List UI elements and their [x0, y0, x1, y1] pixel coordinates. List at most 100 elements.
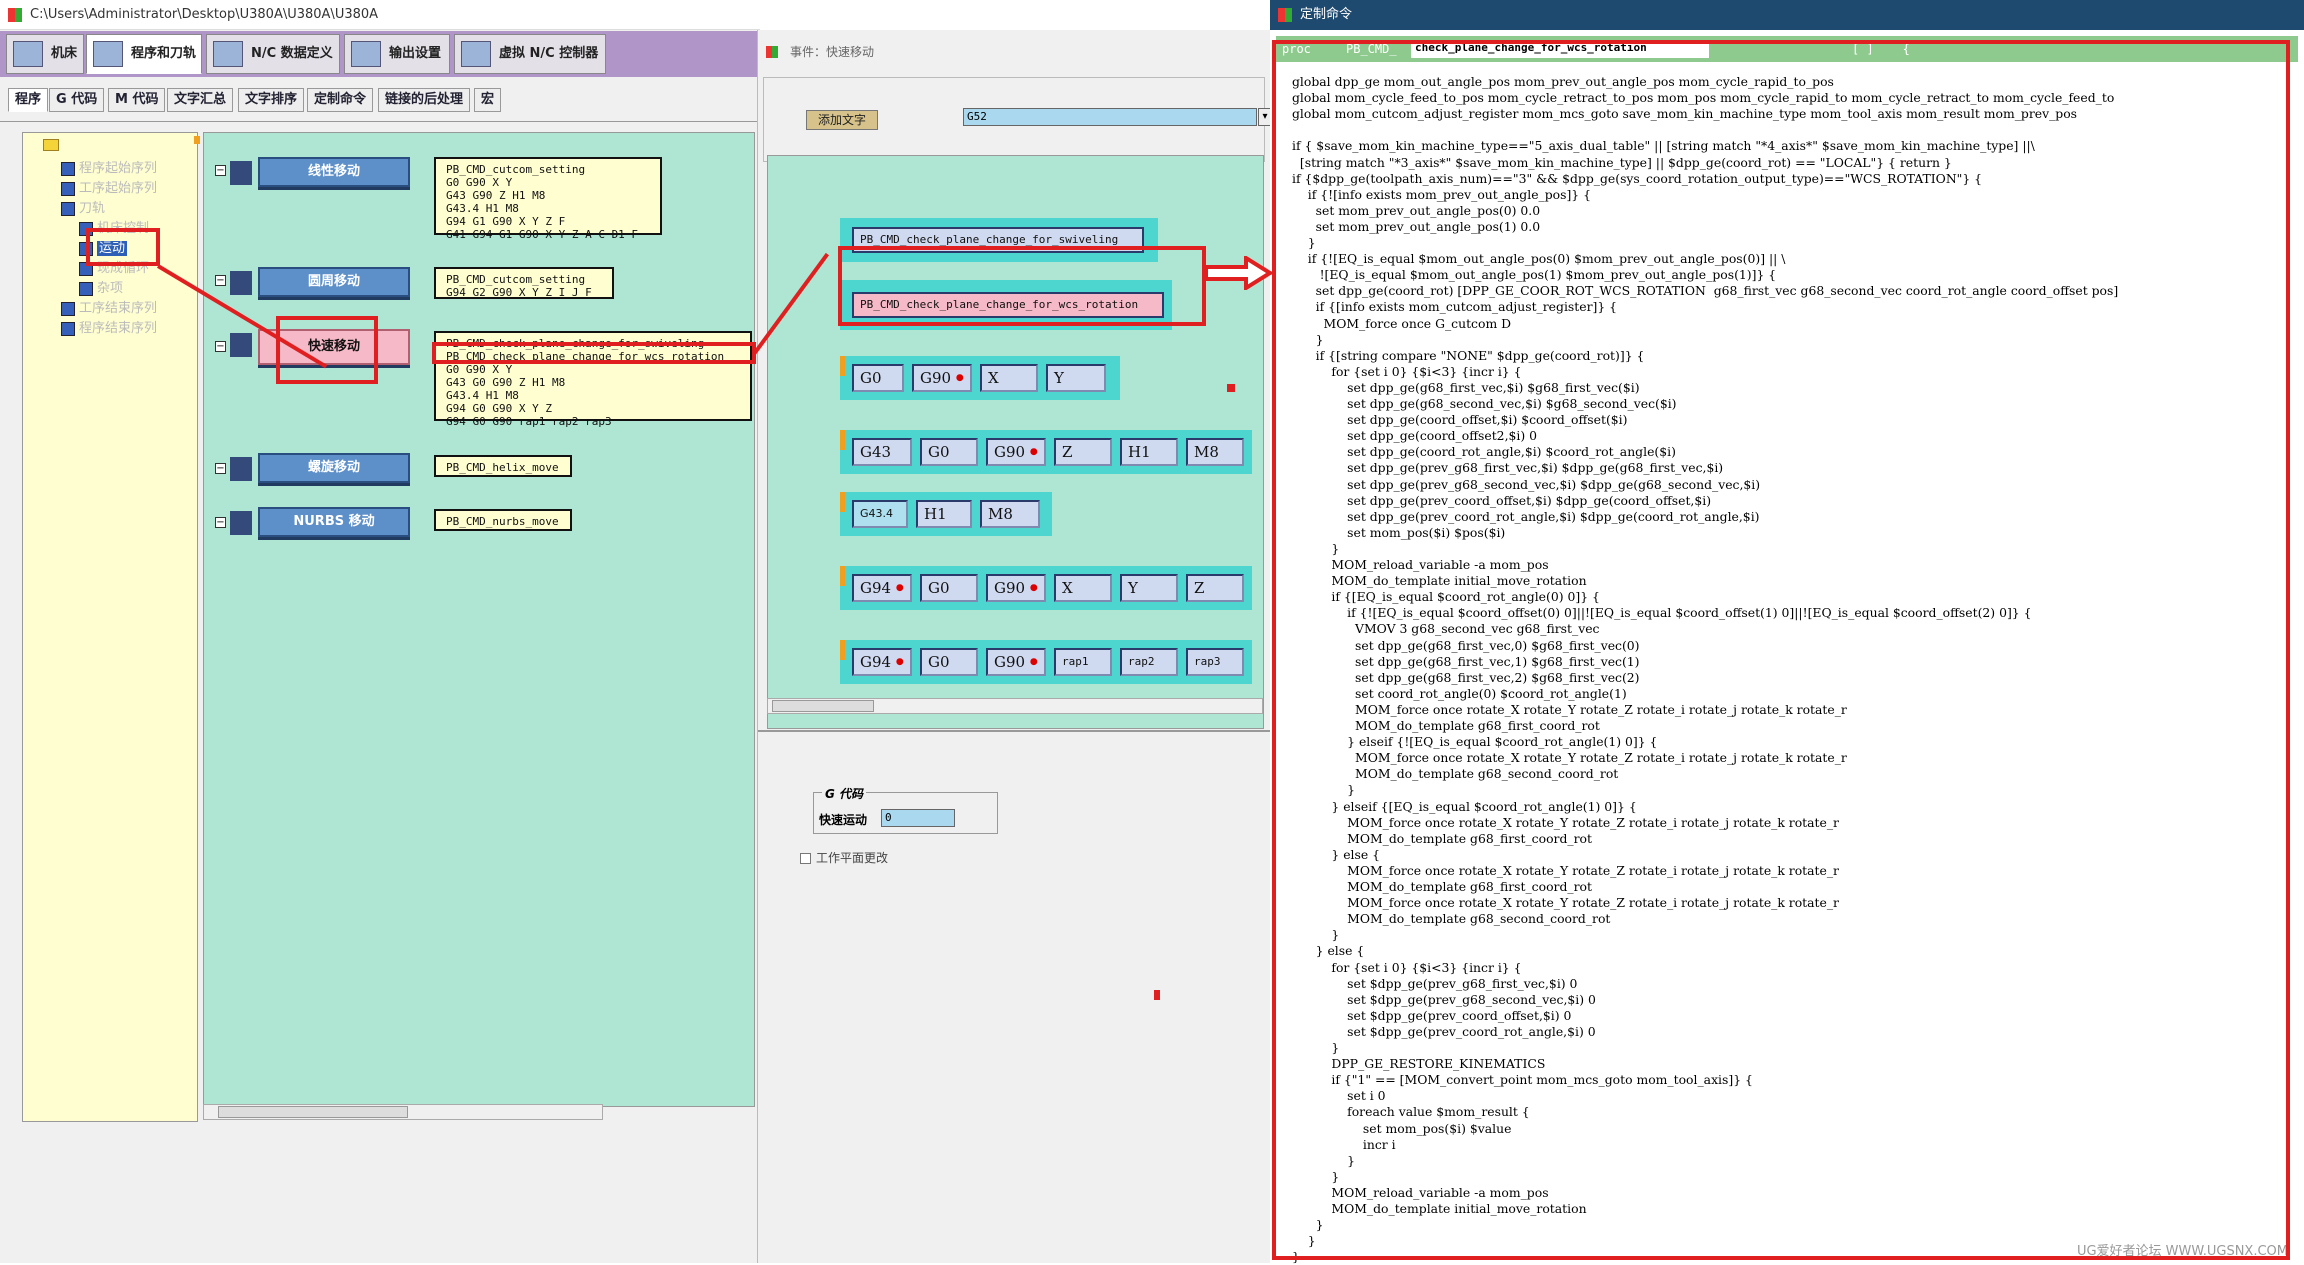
block-row[interactable]: G43 G0 G90 ● Z H1 M8: [840, 430, 1252, 474]
g-code-group: G 代码 快速运动 0: [813, 785, 998, 834]
collapse-toggle[interactable]: −: [215, 165, 226, 176]
event-template-nurbs[interactable]: PB_CMD_nurbs_move: [434, 509, 572, 531]
block-word[interactable]: G94 ●: [852, 574, 912, 602]
block-word[interactable]: rap1: [1054, 648, 1112, 676]
block-word[interactable]: G94 ●: [852, 648, 912, 676]
block-word[interactable]: PB_CMD_check_plane_change_for_swiveling: [852, 227, 1144, 253]
tab-nc-data[interactable]: N/C 数据定义: [206, 34, 340, 74]
subtab-linked-post[interactable]: 链接的后处理: [378, 88, 471, 112]
block-word[interactable]: G90 ●: [986, 574, 1046, 602]
event-template-helix[interactable]: PB_CMD_helix_move: [434, 455, 572, 477]
event-template-rapid[interactable]: PB_CMD_check_plane_change_for_swiveling …: [434, 331, 752, 428]
block-word[interactable]: G90 ●: [986, 438, 1046, 466]
code-line: [string match "*3_axis*" $save_mom_kin_m…: [1292, 154, 1952, 170]
event-editor-window: 事件：快速移动 添加文字 G52 ▾ PB_CMD_check_plane_ch…: [757, 30, 1272, 1263]
word-selector-input[interactable]: G52: [963, 108, 1257, 126]
code-line: set coord_rot_angle(0) $coord_rot_angle(…: [1292, 685, 1627, 701]
collapse-toggle[interactable]: −: [215, 275, 226, 286]
horizontal-scrollbar[interactable]: [203, 1104, 603, 1120]
block-row[interactable]: PB_CMD_check_plane_change_for_wcs_rotati…: [840, 280, 1172, 330]
block-word[interactable]: M8: [1186, 438, 1244, 466]
block-row[interactable]: G94 ● G0 G90 ● X Y Z: [840, 566, 1252, 610]
tree-item[interactable]: 杂项: [79, 277, 123, 296]
block-word[interactable]: Y: [1120, 574, 1178, 602]
block-word[interactable]: Z: [1186, 574, 1244, 602]
tree-item[interactable]: 工序结束序列: [61, 297, 157, 316]
block-word[interactable]: G0: [852, 364, 904, 392]
tree-item[interactable]: 工序起始序列: [61, 177, 157, 196]
collapse-toggle[interactable]: −: [215, 463, 226, 474]
block-word[interactable]: rap2: [1120, 648, 1178, 676]
modal-marker-icon: ●: [955, 373, 964, 383]
block-row[interactable]: PB_CMD_check_plane_change_for_swiveling: [840, 218, 1158, 262]
event-linear-move[interactable]: 线性移动: [230, 157, 410, 187]
block-word[interactable]: rap3: [1186, 648, 1244, 676]
subtab-word-sequence[interactable]: 文字排序: [238, 88, 305, 112]
subtab-word-summary[interactable]: 文字汇总: [167, 88, 234, 112]
group-legend: G 代码: [822, 785, 867, 802]
block-word[interactable]: PB_CMD_check_plane_change_for_wcs_rotati…: [852, 292, 1164, 318]
scrollbar-thumb[interactable]: [218, 1106, 408, 1118]
event-template-circular[interactable]: PB_CMD_cutcom_setting G94 G2 G90 X Y Z I…: [434, 267, 614, 299]
block-word[interactable]: H1: [1120, 438, 1178, 466]
rapid-label: 快速运动: [819, 813, 868, 827]
block-word[interactable]: Y: [1046, 364, 1106, 392]
subtab-custom-command[interactable]: 定制命令: [307, 88, 374, 112]
tab-output-settings[interactable]: 输出设置: [344, 34, 450, 74]
tree-item[interactable]: 机床控制: [79, 217, 149, 236]
add-text-button[interactable]: 添加文字: [806, 110, 878, 130]
command-name-input[interactable]: check_plane_change_for_wcs_rotation: [1411, 40, 1709, 58]
code-line: global mom_cycle_feed_to_pos mom_cycle_r…: [1292, 90, 2115, 106]
code-line: set dpp_ge(prev_coord_offset,$i) $dpp_ge…: [1292, 492, 1712, 508]
tree-item[interactable]: 刀轨: [61, 197, 105, 216]
event-nurbs-move[interactable]: NURBS 移动: [230, 507, 410, 537]
code-line: MOM_force once G_cutcom D: [1292, 315, 1512, 331]
block-row[interactable]: G0 G90 ● X Y: [840, 356, 1120, 400]
scrollbar-thumb[interactable]: [772, 700, 874, 712]
dropdown-arrow-icon[interactable]: ▾: [1258, 108, 1272, 126]
sequence-icon: [79, 221, 93, 236]
tree-item[interactable]: 程序结束序列: [61, 317, 157, 336]
tree-item-motion[interactable]: 运动: [79, 237, 128, 256]
sequence-icon: [61, 301, 75, 316]
block-word[interactable]: Z: [1054, 438, 1112, 466]
workplane-change-checkbox[interactable]: 工作平面更改: [800, 849, 888, 866]
block-word[interactable]: G90 ●: [986, 648, 1046, 676]
tab-machine[interactable]: 机床: [6, 34, 84, 74]
subtab-m-code[interactable]: M 代码: [108, 88, 166, 112]
splitter-handle[interactable]: [194, 136, 200, 144]
event-template-linear[interactable]: PB_CMD_cutcom_setting G0 G90 X Y G43 G90…: [434, 157, 662, 241]
block-word[interactable]: G43.4: [852, 500, 908, 528]
block-word[interactable]: X: [1054, 574, 1112, 602]
code-editor[interactable]: global dpp_ge mom_out_angle_pos mom_prev…: [1276, 62, 2298, 1264]
rapid-value-input[interactable]: 0: [881, 809, 955, 827]
block-word[interactable]: G0: [920, 438, 978, 466]
block-word[interactable]: G90 ●: [912, 364, 972, 392]
block-row[interactable]: G94 ● G0 G90 ● rap1 rap2 rap3: [840, 640, 1252, 684]
custom-command-window: 定制命令 proc PB_CMD_ check_plane_change_for…: [1270, 0, 2304, 1264]
subtab-g-code[interactable]: G 代码: [49, 88, 105, 112]
collapse-toggle[interactable]: −: [215, 517, 226, 528]
sequence-icon: [61, 181, 75, 196]
block-word[interactable]: M8: [980, 500, 1040, 528]
block-row[interactable]: G43.4 H1 M8: [840, 492, 1052, 536]
tree-item[interactable]: 程序起始序列: [61, 157, 157, 176]
block-word[interactable]: G0: [920, 574, 978, 602]
tab-program-toolpath[interactable]: 程序和刀轨: [86, 34, 202, 74]
collapse-toggle[interactable]: −: [215, 341, 226, 352]
event-circular-move[interactable]: 圆周移动: [230, 267, 410, 297]
subtab-program[interactable]: 程序: [8, 88, 49, 112]
block-word[interactable]: G43: [852, 438, 912, 466]
block-accent: [840, 640, 845, 660]
event-helix-move[interactable]: 螺旋移动: [230, 453, 410, 483]
tab-virtual-nc[interactable]: 虚拟 N/C 控制器: [454, 34, 606, 74]
block-word[interactable]: G0: [920, 648, 978, 676]
machine-icon: [13, 41, 43, 67]
code-line: set $dpp_ge(prev_coord_rot_angle,$i) 0: [1292, 1023, 1596, 1039]
event-rapid-move[interactable]: 快速移动: [230, 329, 410, 365]
block-scrollbar[interactable]: [767, 698, 1263, 714]
block-word[interactable]: H1: [916, 500, 972, 528]
block-word[interactable]: X: [980, 364, 1038, 392]
subtab-macro[interactable]: 宏: [474, 88, 502, 112]
tree-item[interactable]: 现成循环: [79, 257, 149, 276]
